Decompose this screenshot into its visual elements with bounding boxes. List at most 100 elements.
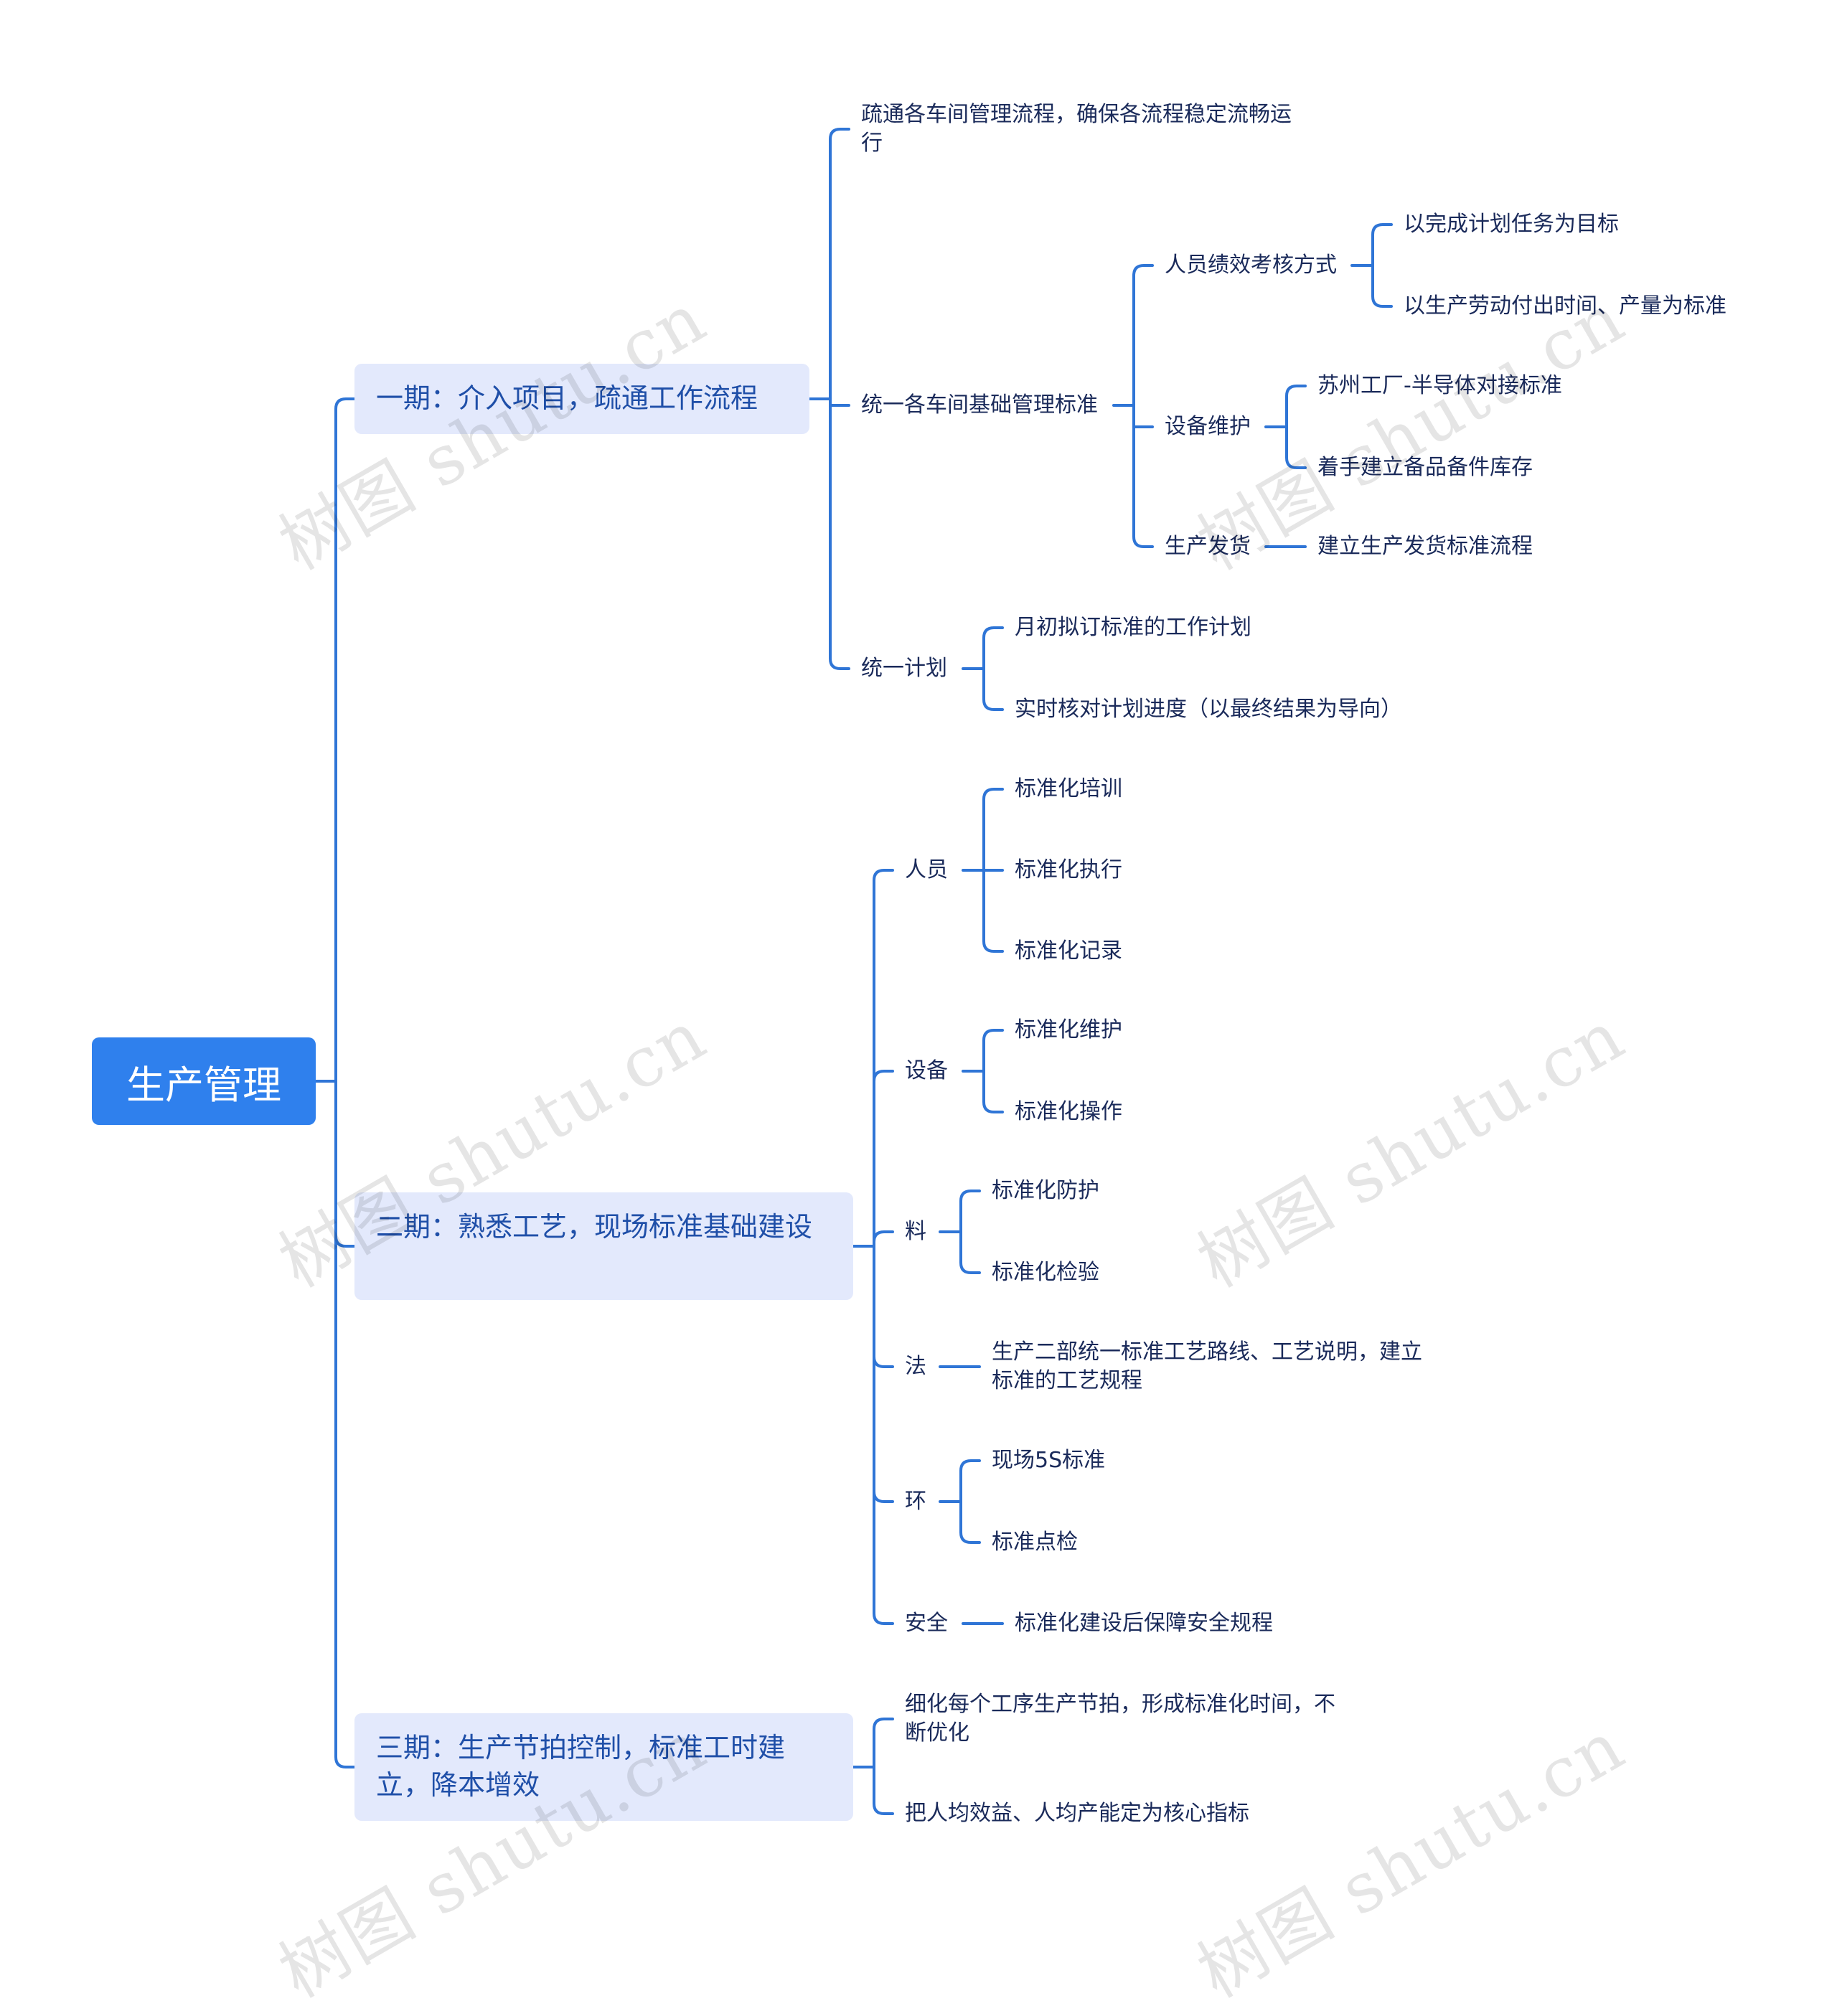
connector-material-leaf2 bbox=[959, 1230, 981, 1274]
connector-env-leaf1 bbox=[939, 1459, 981, 1503]
phase1-label: 一期：介入项目，疏通工作流程 bbox=[376, 382, 758, 414]
performance-leaf-2[interactable]: 以生产劳动付出时间、产量为标准 bbox=[1404, 292, 1726, 321]
phase1-node[interactable]: 一期：介入项目，疏通工作流程 bbox=[354, 364, 809, 434]
equip2-leaf-2[interactable]: 标准化操作 bbox=[1015, 1098, 1122, 1126]
phase2-node[interactable]: 二期：熟悉工艺，现场标准基础建设 bbox=[354, 1192, 853, 1300]
connector-item2-performance bbox=[1112, 264, 1154, 407]
p1-item2-node[interactable]: 统一各车间基础管理标准 bbox=[861, 391, 1098, 420]
p2-environment-node[interactable]: 环 bbox=[905, 1487, 926, 1516]
root-node[interactable]: 生产管理 bbox=[92, 1037, 316, 1125]
connector-material-leaf1 bbox=[939, 1190, 981, 1233]
p2-people-label: 人员 bbox=[905, 857, 948, 882]
leaf-label: 标准化记录 bbox=[1015, 938, 1122, 964]
env-leaf-2[interactable]: 标准点检 bbox=[992, 1528, 1078, 1557]
method-leaf-1[interactable]: 生产二部统一标准工艺路线、工艺说明，建立标准的工艺规程 bbox=[992, 1338, 1429, 1395]
p1-item1-label: 疏通各车间管理流程，确保各流程稳定流畅运行 bbox=[861, 102, 1292, 156]
connector-p1-item1 bbox=[808, 128, 850, 400]
p2-method-label: 法 bbox=[905, 1354, 926, 1379]
env-leaf-1[interactable]: 现场5S标准 bbox=[992, 1446, 1105, 1475]
connector-lines bbox=[314, 128, 1393, 1815]
leaf-label: 标准化防护 bbox=[992, 1178, 1099, 1203]
plan-leaf-2[interactable]: 实时核对计划进度（以最终结果为导向） bbox=[1015, 695, 1402, 724]
p2-equipment-node[interactable]: 设备 bbox=[905, 1057, 948, 1085]
leaf-label: 月初拟订标准的工作计划 bbox=[1015, 615, 1251, 640]
leaf-label: 现场5S标准 bbox=[992, 1448, 1106, 1473]
connector-p2-people bbox=[852, 869, 894, 1248]
leaf-label: 苏州工厂-半导体对接标准 bbox=[1317, 373, 1562, 398]
leaf-label: 以完成计划任务为目标 bbox=[1404, 212, 1619, 237]
connector-p2-equipment bbox=[873, 1070, 894, 1248]
p1-item3-node[interactable]: 统一计划 bbox=[861, 654, 947, 683]
connector-p2-material bbox=[873, 1230, 894, 1248]
connector-p2-method bbox=[873, 1245, 894, 1368]
p2-material-node[interactable]: 料 bbox=[905, 1217, 926, 1246]
leaf-label: 细化每个工序生产节拍，形成标准化时间，不断优化 bbox=[905, 1692, 1335, 1746]
p1-item3-label: 统一计划 bbox=[861, 656, 947, 681]
root-label: 生产管理 bbox=[126, 1062, 281, 1108]
material-leaf-2[interactable]: 标准化检验 bbox=[992, 1258, 1099, 1287]
equipment-leaf-2[interactable]: 着手建立备品备件库存 bbox=[1317, 453, 1533, 482]
equipment-leaf-1[interactable]: 苏州工厂-半导体对接标准 bbox=[1317, 372, 1562, 400]
leaf-label: 标准化维护 bbox=[1015, 1017, 1122, 1042]
equipment-maint-node[interactable]: 设备维护 bbox=[1165, 413, 1251, 441]
connector-item2-delivery bbox=[1132, 404, 1154, 548]
connector-people-leaf1 bbox=[962, 788, 1004, 872]
people-leaf-2[interactable]: 标准化执行 bbox=[1015, 856, 1122, 885]
p2-safety-node[interactable]: 安全 bbox=[905, 1609, 948, 1638]
delivery-label: 生产发货 bbox=[1165, 534, 1251, 559]
delivery-leaf-1[interactable]: 建立生产发货标准流程 bbox=[1317, 532, 1533, 561]
people-leaf-3[interactable]: 标准化记录 bbox=[1015, 937, 1122, 966]
plan-leaf-1[interactable]: 月初拟订标准的工作计划 bbox=[1015, 613, 1251, 642]
phase3-node[interactable]: 三期：生产节拍控制，标准工时建立，降本增效 bbox=[354, 1713, 853, 1821]
connector-equip-leaf2 bbox=[1285, 425, 1307, 469]
performance-node[interactable]: 人员绩效考核方式 bbox=[1165, 251, 1337, 280]
connector-env-leaf2 bbox=[959, 1500, 981, 1544]
leaf-label: 生产二部统一标准工艺路线、工艺说明，建立标准的工艺规程 bbox=[992, 1339, 1422, 1393]
connector-performance-leaf2 bbox=[1371, 264, 1393, 308]
phase3-label: 三期：生产节拍控制，标准工时建立，降本增效 bbox=[376, 1732, 786, 1801]
leaf-label: 标准化建设后保障安全规程 bbox=[1015, 1611, 1273, 1636]
leaf-label: 着手建立备品备件库存 bbox=[1317, 455, 1533, 480]
connector-p1-item3 bbox=[829, 397, 850, 670]
people-leaf-1[interactable]: 标准化培训 bbox=[1015, 775, 1122, 804]
leaf-label: 标准化检验 bbox=[992, 1260, 1099, 1285]
p2-material-label: 料 bbox=[905, 1219, 926, 1244]
connector-root-phase2 bbox=[334, 1080, 356, 1248]
equip2-leaf-1[interactable]: 标准化维护 bbox=[1015, 1016, 1122, 1045]
safety-leaf-1[interactable]: 标准化建设后保障安全规程 bbox=[1015, 1609, 1273, 1638]
connector-item3-leaf2 bbox=[982, 667, 1004, 711]
p2-method-node[interactable]: 法 bbox=[905, 1352, 926, 1381]
connector-people-leaf3 bbox=[982, 869, 1004, 953]
mind-map-canvas: 生产管理 一期：介入项目，疏通工作流程 二期：熟悉工艺，现场标准基础建设 三期：… bbox=[92, 100, 1726, 2013]
leaf-label: 标准点检 bbox=[992, 1530, 1078, 1555]
connector-p3-leaf2 bbox=[873, 1766, 894, 1815]
connector-root-phase3 bbox=[334, 1235, 356, 1768]
p2-environment-label: 环 bbox=[905, 1489, 926, 1514]
connector-item2-equipment bbox=[1132, 404, 1154, 428]
leaf-label: 建立生产发货标准流程 bbox=[1317, 534, 1533, 559]
leaf-label: 把人均效益、人均产能定为核心指标 bbox=[905, 1801, 1249, 1826]
p1-item1-node[interactable]: 疏通各车间管理流程，确保各流程稳定流畅运行 bbox=[861, 100, 1306, 158]
delivery-node[interactable]: 生产发货 bbox=[1165, 532, 1251, 561]
connector-item3-leaf1 bbox=[962, 626, 1004, 670]
leaf-label: 标准化培训 bbox=[1015, 776, 1122, 801]
p3-leaf-1[interactable]: 细化每个工序生产节拍，形成标准化时间，不断优化 bbox=[905, 1690, 1350, 1748]
connector-p3-leaf1 bbox=[852, 1718, 894, 1768]
equipment-maint-label: 设备维护 bbox=[1165, 414, 1251, 439]
connector-root-phase1 bbox=[314, 397, 356, 1083]
p2-people-node[interactable]: 人员 bbox=[905, 856, 948, 885]
p3-leaf-2[interactable]: 把人均效益、人均产能定为核心指标 bbox=[905, 1799, 1249, 1828]
connector-p2-safety bbox=[873, 1245, 894, 1625]
connector-p2-environment bbox=[873, 1245, 894, 1503]
performance-leaf-1[interactable]: 以完成计划任务为目标 bbox=[1404, 210, 1619, 239]
leaf-label: 标准化操作 bbox=[1015, 1099, 1122, 1124]
performance-label: 人员绩效考核方式 bbox=[1165, 253, 1337, 278]
p1-item2-label: 统一各车间基础管理标准 bbox=[861, 392, 1098, 418]
connector-p1-item2 bbox=[829, 397, 850, 407]
material-leaf-1[interactable]: 标准化防护 bbox=[992, 1177, 1099, 1205]
p2-safety-label: 安全 bbox=[905, 1611, 948, 1636]
connector-equip-leaf1 bbox=[1264, 385, 1307, 428]
connector-equip2-leaf2 bbox=[982, 1070, 1004, 1113]
connector-performance-leaf1 bbox=[1350, 223, 1393, 267]
connector-equip2-leaf1 bbox=[962, 1029, 1004, 1073]
